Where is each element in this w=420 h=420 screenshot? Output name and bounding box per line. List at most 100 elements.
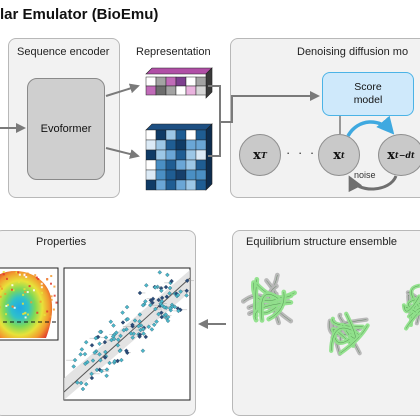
heatmap-speckle <box>21 302 24 305</box>
pair-rep-cell <box>145 149 157 161</box>
protein-ribbon-outline <box>403 296 420 312</box>
pair-rep-cell <box>195 149 207 161</box>
protein-ribbon-outline <box>405 310 420 329</box>
scatter-point <box>175 292 181 298</box>
pair-rep-cell <box>185 179 197 191</box>
heatmap-speckle <box>46 278 49 281</box>
heatmap-speckle <box>2 273 5 276</box>
scatter-point <box>108 319 114 324</box>
protein-ribbon-outline <box>408 307 420 317</box>
scatter-point <box>98 358 103 363</box>
scatter-point <box>169 278 174 284</box>
scatter-point <box>89 343 95 348</box>
scatter-point <box>167 285 173 291</box>
scatter-point <box>114 330 119 335</box>
scatter-point <box>172 304 178 310</box>
pair-rep-cell <box>185 159 197 171</box>
heatmap-speckle <box>46 310 49 313</box>
scatter-point <box>85 359 90 365</box>
representation-merge-connector <box>208 85 318 157</box>
single-rep-cell <box>155 76 167 87</box>
score-model-label-line2: model <box>353 94 383 106</box>
heatmap-speckle <box>55 301 58 304</box>
scatter-point <box>116 337 121 342</box>
scatter-point <box>167 306 173 311</box>
scatter-point <box>107 360 112 366</box>
scatter-point <box>71 364 76 369</box>
scatter-points <box>66 270 195 392</box>
scatter-point <box>153 306 158 312</box>
scatter-point <box>92 350 97 355</box>
pair-rep-cell <box>175 179 187 191</box>
scatter-point <box>78 380 84 386</box>
scatter-point <box>184 288 189 294</box>
scatter-point <box>130 335 135 340</box>
protein-ribbon-outline <box>411 285 420 309</box>
heatmap-speckle <box>22 312 25 315</box>
scatter-point <box>165 318 171 324</box>
heatmap-speckle <box>54 314 57 317</box>
heatmap-speckle <box>10 288 13 291</box>
scatter-point <box>137 312 143 317</box>
heatmap-speckle <box>26 291 29 294</box>
score-model-label-line1: Score <box>354 81 382 93</box>
heatmap-speckle <box>2 277 5 280</box>
pair-rep-cell <box>165 129 177 141</box>
scatter-point <box>121 328 127 333</box>
encoder-to-pair-arrow <box>105 147 140 159</box>
scatter-point <box>93 335 98 341</box>
heatmap-speckle <box>12 289 15 292</box>
heatmap-speckle <box>49 282 52 285</box>
scatter-point <box>102 355 108 360</box>
heatmap-speckle <box>50 295 53 298</box>
scatter-point <box>164 294 170 299</box>
scatter-point <box>167 291 172 296</box>
pair-rep-cell <box>165 179 177 191</box>
pair-rep-cell <box>155 169 167 181</box>
scatter-point <box>104 367 110 372</box>
heatmap-speckle <box>18 273 21 276</box>
scatter-point <box>156 311 161 317</box>
single-rep-cell <box>195 76 207 87</box>
pair-rep-cell <box>185 129 197 141</box>
scatter-point <box>111 336 117 342</box>
evoformer-block: Evoformer <box>27 78 105 180</box>
heatmap-speckle <box>13 306 16 309</box>
scatter-point <box>99 368 104 374</box>
denoising-diffusion-title: Denoising diffusion mo <box>297 46 409 58</box>
scatter-point <box>144 283 149 288</box>
scatter-point <box>176 308 181 314</box>
scatter-point <box>97 352 102 357</box>
scatter-point <box>130 322 135 328</box>
protein-ribbon-outline <box>261 294 279 321</box>
heatmap-speckle <box>1 287 4 290</box>
scatter-point <box>159 299 165 304</box>
heatmap-speckle <box>37 278 40 281</box>
heatmap-speckle <box>20 278 23 281</box>
heatmap-speckle <box>26 281 29 284</box>
heatmap-speckle <box>0 295 2 298</box>
scatter-point <box>140 302 146 308</box>
protein-ribbon-outline <box>416 312 420 324</box>
heatmap-speckle <box>4 292 7 295</box>
heatmap-speckle <box>28 285 31 288</box>
scatter-point <box>75 380 80 385</box>
ensemble-panel <box>232 230 420 416</box>
single-representation <box>145 67 213 99</box>
scatter-point <box>103 335 109 340</box>
scatter-point <box>165 272 170 278</box>
heatmap-speckle <box>24 316 27 319</box>
state-node-xt-subscript: t <box>341 150 345 160</box>
scatter-point <box>150 300 155 305</box>
heatmap-speckle <box>43 313 46 316</box>
heatmap-speckle <box>53 294 56 297</box>
scatter-point <box>103 349 108 355</box>
pair-rep-cell <box>165 149 177 161</box>
scatter-point <box>150 296 156 302</box>
heatmap-speckle <box>15 271 18 274</box>
protein-structure-1 <box>240 272 297 326</box>
heatmap-speckle <box>52 308 55 311</box>
noise-label: noise <box>354 170 376 180</box>
heatmap-speckle <box>22 293 25 296</box>
